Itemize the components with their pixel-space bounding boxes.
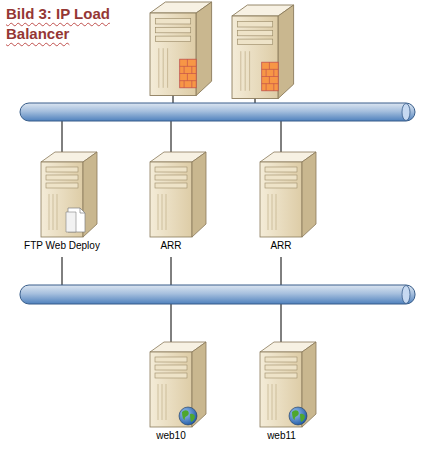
wire	[171, 257, 172, 285]
wire	[281, 304, 282, 342]
server-icon	[260, 342, 316, 427]
network-bus	[20, 285, 415, 304]
web-server	[260, 342, 316, 427]
server-icon	[41, 152, 97, 237]
arr-server	[150, 152, 206, 237]
bus-end	[402, 104, 410, 121]
diagram-title: Bild 3: IP Load Balancer	[6, 4, 134, 44]
firewall-server	[232, 5, 294, 99]
wire	[173, 95, 174, 103]
server-icon	[260, 152, 316, 237]
wire	[281, 121, 282, 152]
wire	[62, 121, 63, 152]
globe-symbol	[289, 407, 307, 425]
server-name: FTP Web Deploy	[22, 240, 102, 252]
server-name: web10	[154, 430, 188, 442]
firewall-symbol	[262, 62, 279, 91]
bus-end	[402, 286, 410, 304]
wire	[62, 257, 63, 285]
ftp-server	[41, 152, 97, 237]
server-name: ARR	[268, 240, 294, 252]
server-label: web11	[265, 430, 298, 442]
server-name: web11	[265, 430, 298, 442]
server-icon	[150, 152, 206, 237]
firewall-server	[150, 2, 212, 96]
wire	[171, 304, 172, 342]
server-label: web10	[154, 430, 188, 442]
bus-pipe	[20, 285, 415, 304]
server-icon	[150, 2, 212, 96]
arr-server	[260, 152, 316, 237]
server-name: ARR	[158, 240, 184, 252]
bus-pipe	[20, 103, 415, 121]
web-server	[150, 342, 206, 427]
document-symbol	[66, 208, 85, 232]
globe-symbol	[179, 407, 197, 425]
wire	[281, 257, 282, 285]
server-icon	[150, 342, 206, 427]
server-label: ARR	[268, 240, 294, 252]
server-label: FTP Web Deploy	[22, 240, 102, 252]
firewall-symbol	[180, 59, 197, 88]
server-label: ARR	[158, 240, 184, 252]
network-bus	[20, 103, 415, 121]
server-icon	[232, 5, 294, 99]
wire	[171, 121, 172, 152]
